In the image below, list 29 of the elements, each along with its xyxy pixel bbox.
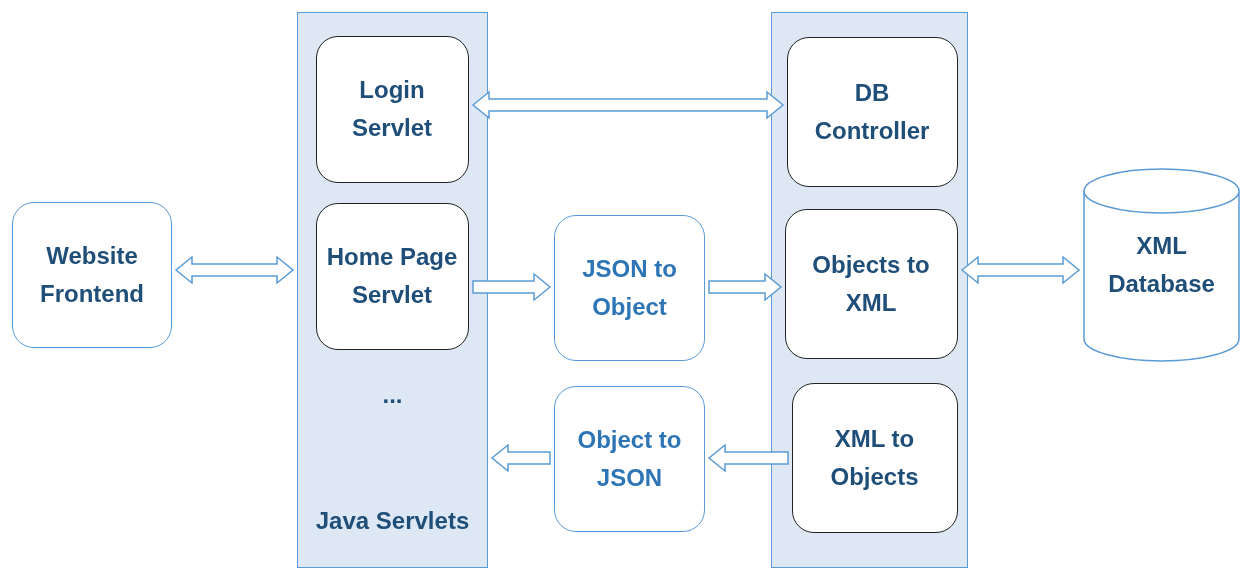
database-cylinder: [1083, 168, 1240, 362]
arrow: [472, 272, 552, 302]
rounded-box: [554, 386, 705, 532]
rounded-box: [784, 208, 958, 359]
rounded-box: [554, 215, 705, 361]
rounded-box: [315, 202, 469, 350]
double-arrow: [471, 90, 785, 120]
double-arrow: [960, 255, 1081, 285]
arrow: [490, 443, 551, 473]
double-arrow: [174, 255, 295, 285]
rounded-box: [315, 35, 469, 183]
node-label: JSON to Object: [581, 253, 678, 322]
node-label: XML Database: [1107, 230, 1216, 299]
ellipsis-text: ...: [381, 379, 404, 410]
node-label: Home Page Servlet: [325, 241, 459, 310]
node-label: Objects to XML: [811, 249, 931, 318]
group-panel: [771, 12, 968, 568]
node-label: DB Controller: [813, 77, 931, 146]
arrow: [708, 272, 783, 302]
node-label: XML to Objects: [829, 423, 920, 492]
rounded-box: [12, 202, 172, 348]
node-label: Website Frontend: [39, 240, 145, 309]
node-label: Object to JSON: [576, 424, 683, 493]
rounded-box: [791, 382, 958, 533]
group-panel: [297, 12, 488, 568]
node-label: Login Servlet: [350, 74, 434, 143]
panel-title: Java Servlets: [314, 505, 471, 536]
rounded-box: [786, 36, 958, 187]
arrow: [707, 443, 789, 473]
